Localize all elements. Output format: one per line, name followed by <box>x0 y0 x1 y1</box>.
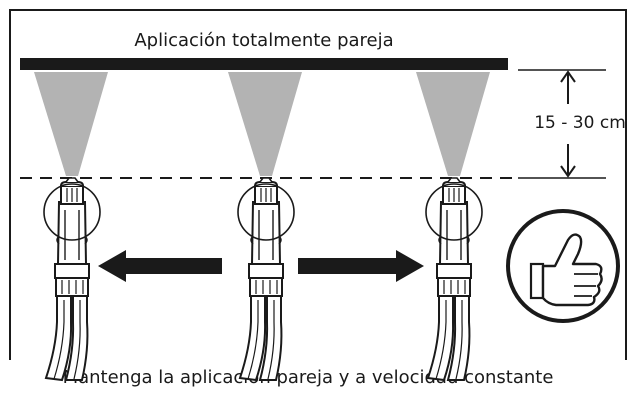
bottom-caption: Mantenga la aplicación pareja y a veloci… <box>63 367 554 388</box>
spray-nozzle-center-icon <box>237 177 295 381</box>
distance-label: 15 - 30 cm <box>534 113 626 133</box>
spray-cone-left <box>34 72 108 176</box>
thumbs-up-icon <box>506 209 620 323</box>
spray-nozzle-left-icon <box>43 177 101 381</box>
surface-bar <box>20 58 508 70</box>
top-caption: Aplicación totalmente pareja <box>134 30 393 51</box>
arrow-right-icon <box>298 250 424 282</box>
spray-cone-center <box>228 72 302 176</box>
arrow-left-icon <box>98 250 222 282</box>
frame-border <box>9 9 627 360</box>
spray-cone-right <box>416 72 490 176</box>
spray-nozzle-right-icon <box>425 177 483 381</box>
